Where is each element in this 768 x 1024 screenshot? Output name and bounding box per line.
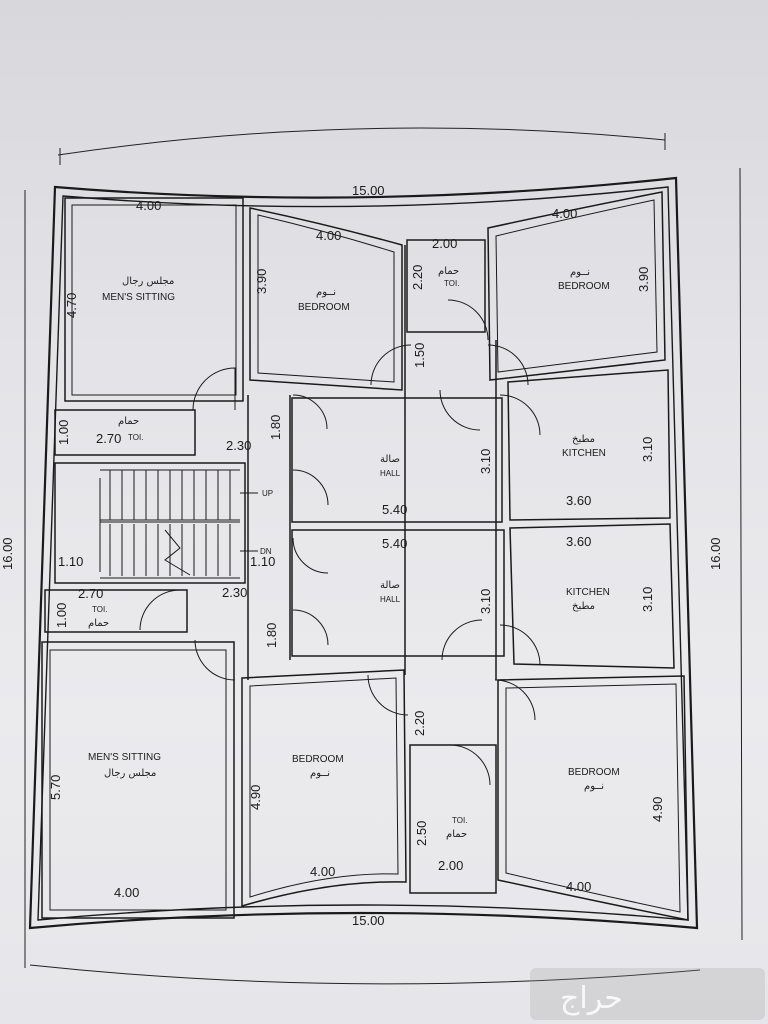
interior-walls [41, 191, 689, 921]
dim-top-hall-width: 5.40 [382, 502, 407, 517]
dim-bot-toi-width: 2.00 [438, 858, 463, 873]
dim-bot-bed-height: 4.90 [248, 785, 263, 810]
top-bedroom-en: BEDROOM [298, 302, 350, 313]
top-toi-ar: حمام [438, 266, 459, 277]
bot-hall-en: HALL [380, 595, 401, 604]
dim-top-toi-left-height: 1.00 [56, 420, 71, 445]
bot-left-toi-ar: حمام [88, 618, 109, 629]
dim-bot-right-bed-width: 4.00 [566, 879, 591, 894]
overall-dimension-lines [24, 127, 743, 985]
dim-top-bed-width: 4.00 [316, 228, 341, 243]
top-bedroom-ar: نــوم [316, 287, 336, 298]
dim-bot-bed-width: 4.00 [310, 864, 335, 879]
stair-up: UP [262, 489, 273, 498]
dim-bottom-total: 15.00 [352, 913, 385, 928]
dim-bot-left-width: 4.00 [114, 885, 139, 900]
bot-bedroom-ar: نــوم [310, 768, 330, 779]
top-kitchen-ar: مطبخ [572, 434, 595, 445]
room-labels: مجلس رجال MEN'S SITTING نــوم BEDROOM حم… [88, 266, 620, 840]
dim-top-toi-left-width: 2.70 [96, 431, 121, 446]
dim-bot-kitchen-height: 3.10 [640, 587, 655, 612]
bot-sitting-ar: مجلس رجال [104, 768, 156, 779]
dim-bot-toi-height: 2.50 [414, 821, 429, 846]
bot-hall-ar: صالة [380, 580, 400, 591]
top-toi-en: TOI. [444, 279, 459, 288]
dimension-labels: 15.00 15.00 16.00 16.00 4.00 4.70 4.00 3… [0, 183, 723, 928]
top-kitchen-en: KITCHEN [562, 448, 606, 459]
dim-top-toi-height: 2.20 [410, 265, 425, 290]
dim-top-corridor: 1.50 [412, 343, 427, 368]
bot-bedroom-en: BEDROOM [292, 754, 344, 765]
dim-bot-right-bed-height: 4.90 [650, 797, 665, 822]
dim-bot-kitchen-width: 3.60 [566, 534, 591, 549]
dim-bot-corridor: 2.20 [412, 711, 427, 736]
dim-top-lobby-width: 2.30 [226, 438, 251, 453]
dim-bot-left-height: 5.70 [48, 775, 63, 800]
dim-top-left-width: 4.00 [136, 198, 161, 213]
bot-right-bedroom-en: BEDROOM [568, 767, 620, 778]
dim-left-total: 16.00 [0, 537, 15, 570]
top-left-sitting-en: MEN'S SITTING [102, 292, 175, 303]
dim-bot-toi-left-height: 1.00 [54, 603, 69, 628]
bot-kitchen-en: KITCHEN [566, 587, 610, 598]
top-hall-en: HALL [380, 469, 401, 478]
watermark-text: حراج [560, 981, 623, 1016]
bot-sitting-en: MEN'S SITTING [88, 752, 161, 763]
door-swings [139, 299, 541, 786]
bot-toi-ar: حمام [446, 829, 467, 840]
top-left-toi-en: TOI. [128, 433, 143, 442]
bot-left-toi-en: TOI. [92, 605, 107, 614]
dim-top-right-bed-width: 4.00 [552, 206, 577, 221]
dim-stair-right: 1.10 [250, 554, 275, 569]
top-right-bedroom-en: BEDROOM [558, 281, 610, 292]
dim-stair-left: 1.10 [58, 554, 83, 569]
dim-bot-lobby-width: 2.30 [222, 585, 247, 600]
bot-right-bedroom-ar: نــوم [584, 781, 604, 792]
watermark: حراج [530, 968, 765, 1020]
dim-top-toi-width: 2.00 [432, 236, 457, 251]
dim-bot-hall-width: 5.40 [382, 536, 407, 551]
dim-bot-hall-height: 3.10 [478, 589, 493, 614]
top-left-toi-ar: حمام [118, 416, 139, 427]
dim-top-left-height: 4.70 [64, 293, 79, 318]
dim-top-hall-height: 3.10 [478, 449, 493, 474]
dim-right-total: 16.00 [708, 537, 723, 570]
dim-top-total: 15.00 [352, 183, 385, 198]
dim-top-kitchen-width: 3.60 [566, 493, 591, 508]
dim-bot-toi-left-width: 2.70 [78, 586, 103, 601]
dim-top-kitchen-height: 3.10 [640, 437, 655, 462]
top-left-sitting-ar: مجلس رجال [122, 276, 174, 287]
staircase [99, 469, 258, 579]
dim-top-right-bed-height: 3.90 [636, 267, 651, 292]
stair-dn: DN [260, 547, 272, 556]
dim-bot-lobby-height: 1.80 [264, 623, 279, 648]
dim-top-bed-height: 3.90 [254, 269, 269, 294]
bot-toi-en: TOI. [452, 816, 467, 825]
bot-kitchen-ar: مطبخ [572, 601, 595, 612]
top-hall-ar: صالة [380, 454, 400, 465]
dim-top-lobby-height: 1.80 [268, 415, 283, 440]
top-right-bedroom-ar: نــوم [570, 267, 590, 278]
